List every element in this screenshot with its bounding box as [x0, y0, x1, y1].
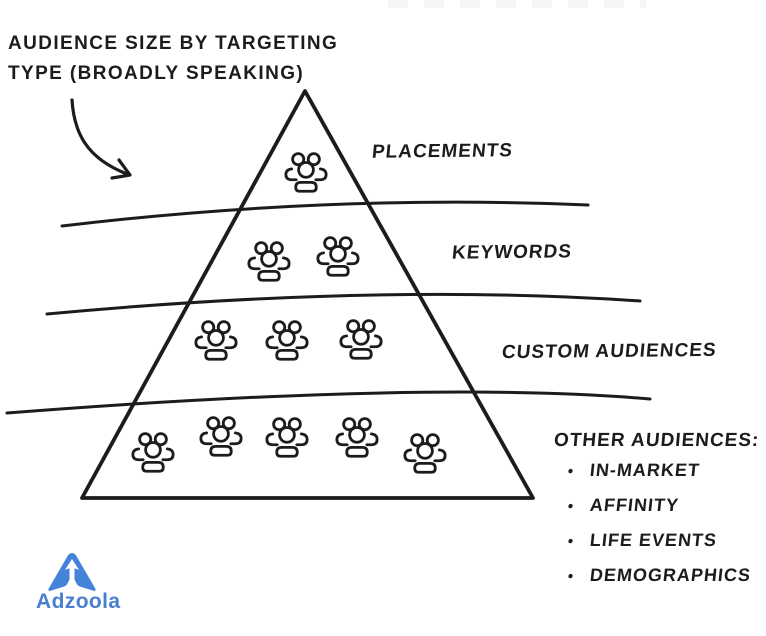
audience-group-icon	[265, 320, 309, 361]
audience-group-icon	[335, 417, 379, 458]
adzoola-logo-icon	[48, 553, 96, 591]
divider-level-2	[45, 292, 642, 316]
audience-group-icon	[131, 432, 175, 473]
adzoola-wordmark: Adzoola	[36, 590, 121, 613]
other-audiences-heading: OTHER AUDIENCES:	[553, 430, 761, 451]
other-audiences-item: DEMOGRAPHICS	[567, 565, 752, 586]
cropped-top-text-remnant	[388, 0, 646, 8]
audience-group-icon	[199, 416, 243, 457]
audience-group-icon	[194, 320, 238, 361]
other-audiences-item: LIFE EVENTS	[567, 530, 752, 551]
divider-level-3	[5, 390, 652, 415]
diagram-title-line1: AUDIENCE SIZE BY TARGETING	[8, 33, 339, 54]
divider-level-1	[60, 200, 590, 228]
diagram-title-line2: TYPE (BROADLY SPEAKING)	[8, 63, 305, 84]
other-audiences-item: AFFINITY	[567, 495, 752, 516]
level-label-custom-audiences: CUSTOM AUDIENCES	[500, 339, 718, 364]
audience-group-icon	[284, 152, 328, 193]
arrow-annotation	[70, 98, 132, 180]
audience-group-icon	[316, 236, 360, 277]
other-audiences-list: IN-MARKET AFFINITY LIFE EVENTS DEMOGRAPH…	[567, 460, 752, 600]
audience-group-icon	[247, 241, 291, 282]
level-label-keywords: KEYWORDS	[450, 241, 573, 264]
audience-group-icon	[339, 319, 383, 360]
level-label-placements: PLACEMENTS	[370, 140, 515, 163]
audience-group-icon	[265, 417, 309, 458]
other-audiences-item: IN-MARKET	[567, 460, 752, 481]
audience-group-icon	[403, 433, 447, 474]
